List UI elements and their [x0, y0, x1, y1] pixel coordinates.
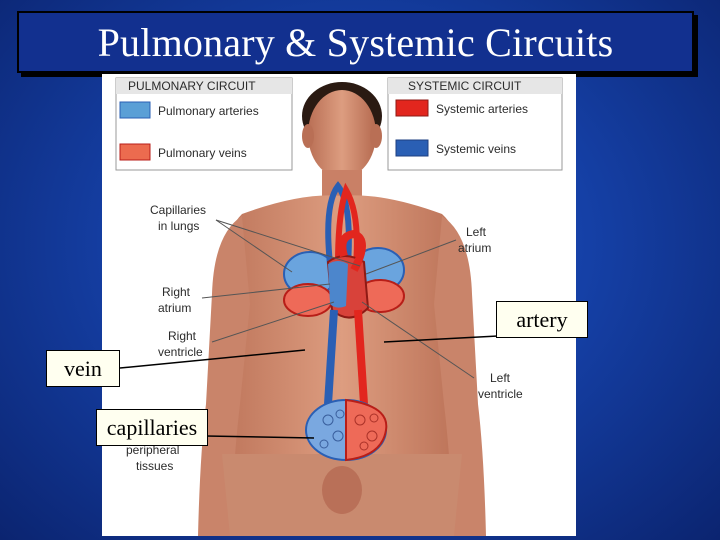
peripheral-tissues-label-line2: tissues: [136, 459, 173, 473]
systemic-veins-swatch: [396, 140, 428, 156]
pulmonary-veins-swatch: [120, 144, 150, 160]
systemic-veins-label: Systemic veins: [436, 142, 516, 156]
title-box: Pulmonary & Systemic Circuits: [17, 11, 694, 73]
pulmonary-arteries-label: Pulmonary arteries: [158, 104, 259, 118]
pulmonary-legend-heading: PULMONARY CIRCUIT: [128, 79, 256, 93]
left-atrium-label-line2: atrium: [458, 241, 491, 255]
pulmonary-legend: PULMONARY CIRCUIT Pulmonary arteries Pul…: [116, 78, 292, 170]
right-atrium-label-line1: Right: [162, 285, 191, 299]
capillaries-lungs-label-line2: in lungs: [158, 219, 199, 233]
capillaries-overlay-label: capillaries: [96, 409, 208, 446]
pulmonary-veins-label: Pulmonary veins: [158, 146, 247, 160]
systemic-legend-heading: SYSTEMIC CIRCUIT: [408, 79, 522, 93]
left-ventricle-label-line1: Left: [490, 371, 511, 385]
vein-overlay-label: vein: [46, 350, 120, 387]
right-atrium-label-line2: atrium: [158, 301, 191, 315]
systemic-arteries-swatch: [396, 100, 428, 116]
capillaries-lungs-label-line1: Capillaries: [150, 203, 206, 217]
pulmonary-arteries-swatch: [120, 102, 150, 118]
left-atrium-label-line1: Left: [466, 225, 487, 239]
systemic-legend: SYSTEMIC CIRCUIT Systemic arteries Syste…: [388, 78, 562, 170]
right-ventricle-label-line1: Right: [168, 329, 197, 343]
artery-overlay-label: artery: [496, 301, 588, 338]
slide-title: Pulmonary & Systemic Circuits: [98, 19, 614, 66]
left-ventricle-label-line2: ventricle: [478, 387, 523, 401]
systemic-arteries-label: Systemic arteries: [436, 102, 528, 116]
right-ventricle-label-line2: ventricle: [158, 345, 203, 359]
